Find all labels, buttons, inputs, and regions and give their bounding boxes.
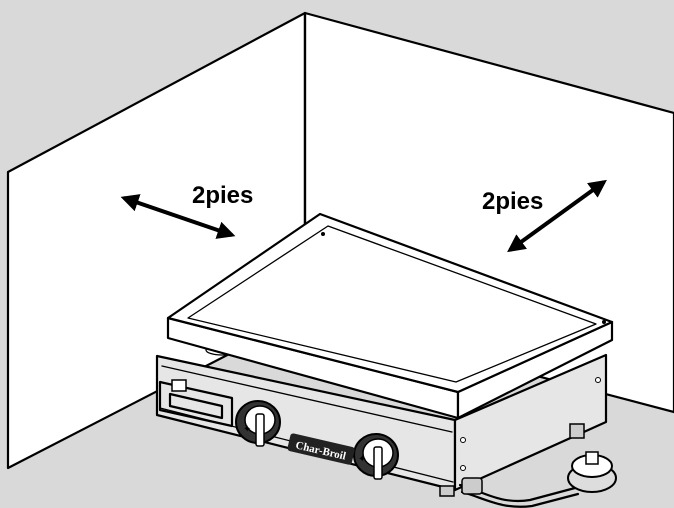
bolt	[460, 437, 466, 443]
griddle-cooking-surface	[187, 225, 597, 383]
svg-text:✦: ✦	[243, 424, 251, 435]
control-knob-right: ✦	[353, 433, 399, 480]
svg-text:✦: ✦	[358, 454, 366, 465]
left-clearance-arrow	[120, 194, 236, 239]
foot	[569, 423, 585, 439]
griddle-body-side	[453, 353, 608, 492]
plate-rivet	[602, 320, 606, 324]
griddle: ✦ ✦ Char-Broil	[155, 212, 617, 508]
right-clearance-arrow	[507, 179, 607, 253]
bolt	[595, 377, 601, 383]
plate-rivet	[321, 232, 325, 236]
left-clearance-label: 2pies	[192, 182, 253, 209]
gas-regulator	[458, 451, 617, 508]
bolt	[460, 465, 466, 471]
control-panel-edge	[161, 365, 453, 433]
side-handle	[158, 379, 234, 428]
control-knob-left: ✦	[235, 400, 281, 447]
right-clearance-label: 2pies	[482, 188, 543, 215]
foot	[439, 485, 455, 497]
